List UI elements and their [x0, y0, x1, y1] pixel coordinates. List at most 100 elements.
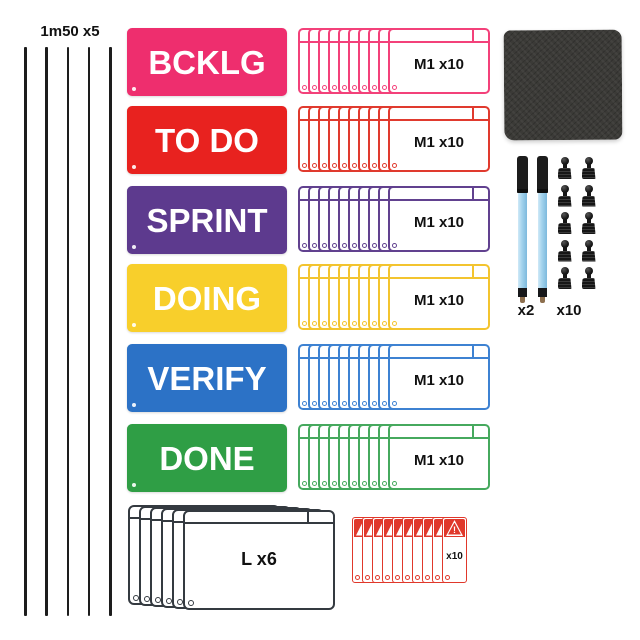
- card-hole: [352, 163, 357, 168]
- magnet-base: [581, 250, 596, 262]
- magnet-pin: [557, 184, 572, 207]
- exclamation-mark: !: [453, 525, 456, 535]
- card-stack: M1 x10 M1 x10 M1 x10 M1 x10 M1 x10: [298, 264, 490, 330]
- card-stack: M1 x10 M1 x10 M1 x10 M1 x10 M1 x10: [298, 186, 490, 252]
- card-hole: [312, 163, 317, 168]
- magnet-base: [581, 168, 596, 179]
- card-hole: [382, 243, 387, 248]
- magnet-ball: [560, 212, 569, 220]
- magnet-neck: [586, 219, 591, 223]
- magnet-neck: [586, 164, 591, 168]
- microfiber-cloth: [503, 29, 623, 141]
- column-row-verify: VERIFY M1 x10 M1 x10 M1 x10 M1 x10: [127, 344, 490, 413]
- hanging-hole: [132, 323, 136, 327]
- card-hole: [322, 401, 327, 406]
- card-hole: [312, 321, 317, 326]
- marker-ferrule: [538, 288, 547, 297]
- warning-card: ! x10: [442, 517, 467, 583]
- column-header-card: TO DO: [127, 106, 287, 174]
- card-hole: [332, 85, 337, 90]
- card-hole: [302, 243, 307, 248]
- magnet-base: [581, 278, 596, 289]
- magnet-ball: [560, 184, 569, 193]
- stack-card: M1 x10: [388, 106, 490, 172]
- column-header-label: BCKLG: [148, 43, 266, 81]
- magnet-pin: [581, 212, 596, 234]
- card-hole: [392, 481, 397, 486]
- card-hole: [322, 481, 327, 486]
- magnet-base: [581, 195, 596, 207]
- magnet-pin: [557, 157, 572, 179]
- card-stack: M1 x10 M1 x10 M1 x10 M1 x10 M1 x10: [298, 106, 490, 172]
- stack-card: M1 x10: [388, 424, 490, 490]
- card-hole: [382, 321, 387, 326]
- warning-count-label: x10: [446, 551, 463, 562]
- stack-card: M1 x10: [388, 186, 490, 252]
- card-hole: [372, 321, 377, 326]
- warning-card-stack: ! x10 ! x10 ! x10: [352, 517, 468, 583]
- markers-group: [517, 156, 557, 304]
- large-count-label: L x6: [241, 548, 277, 569]
- card-header-band: [390, 346, 488, 359]
- card-hole: [352, 85, 357, 90]
- marker-tip: [540, 297, 545, 303]
- magnet-neck: [562, 164, 567, 168]
- column-row-todo: TO DO M1 x10 M1 x10 M1 x10 M1 x10: [127, 106, 490, 175]
- column-header-card: BCKLG: [127, 28, 287, 96]
- marker-ferrule: [518, 288, 527, 297]
- card-hole: [188, 599, 194, 606]
- magnet-pin: [581, 157, 596, 179]
- column-header-card: SPRINT: [127, 186, 287, 254]
- card-hole: [372, 401, 377, 406]
- magnet-ball: [584, 157, 593, 165]
- card-hole: [415, 575, 420, 580]
- rail-strip: [24, 47, 27, 616]
- card-hole: [385, 575, 390, 580]
- card-header-tab: [472, 30, 474, 41]
- card-hole: [322, 85, 327, 90]
- card-header-band: [390, 108, 488, 121]
- card-hole: [332, 481, 337, 486]
- card-hole: [392, 401, 397, 406]
- card-hole: [352, 321, 357, 326]
- card-hole: [312, 85, 317, 90]
- card-hole: [372, 481, 377, 486]
- card-hole: [362, 163, 367, 168]
- stack-count-label: M1 x10: [413, 452, 465, 469]
- hanging-hole: [132, 87, 136, 91]
- card-hole: [342, 85, 347, 90]
- marker-cap: [517, 156, 528, 193]
- card-header-band: [390, 30, 488, 43]
- card-hole: [322, 163, 327, 168]
- magnet-ball: [560, 239, 569, 248]
- card-hole: [177, 598, 183, 605]
- card-header-tab: [472, 426, 474, 437]
- card-hole: [166, 597, 172, 604]
- card-hole: [302, 401, 307, 406]
- column-row-doing: DOING M1 x10 M1 x10 M1 x10 M1 x10: [127, 264, 490, 333]
- card-hole: [382, 163, 387, 168]
- card-hole: [392, 163, 397, 168]
- large-card: L x6: [183, 509, 335, 610]
- warning-triangle-icon: !: [446, 520, 463, 536]
- marker-pen: [537, 156, 548, 304]
- magnets-group: [557, 157, 596, 289]
- card-hole: [372, 85, 377, 90]
- magnet-neck: [562, 246, 567, 251]
- column-row-sprint: SPRINT M1 x10 M1 x10 M1 x10 M1 x10: [127, 186, 490, 255]
- card-hole: [342, 163, 347, 168]
- magnet-base: [557, 168, 572, 179]
- column-row-done: DONE M1 x10 M1 x10 M1 x10 M1 x10: [127, 424, 490, 493]
- stack-count-label: M1 x10: [413, 372, 465, 389]
- card-hole: [362, 243, 367, 248]
- card-hole: [372, 163, 377, 168]
- stack-card: M1 x10: [388, 264, 490, 330]
- stack-card: M1 x10: [388, 28, 490, 94]
- column-header-label: DONE: [159, 439, 255, 477]
- magnet-ball: [584, 212, 593, 220]
- card-hole: [392, 321, 397, 326]
- card-hole: [302, 321, 307, 326]
- card-header-band: [390, 266, 488, 279]
- card-hole: [332, 163, 337, 168]
